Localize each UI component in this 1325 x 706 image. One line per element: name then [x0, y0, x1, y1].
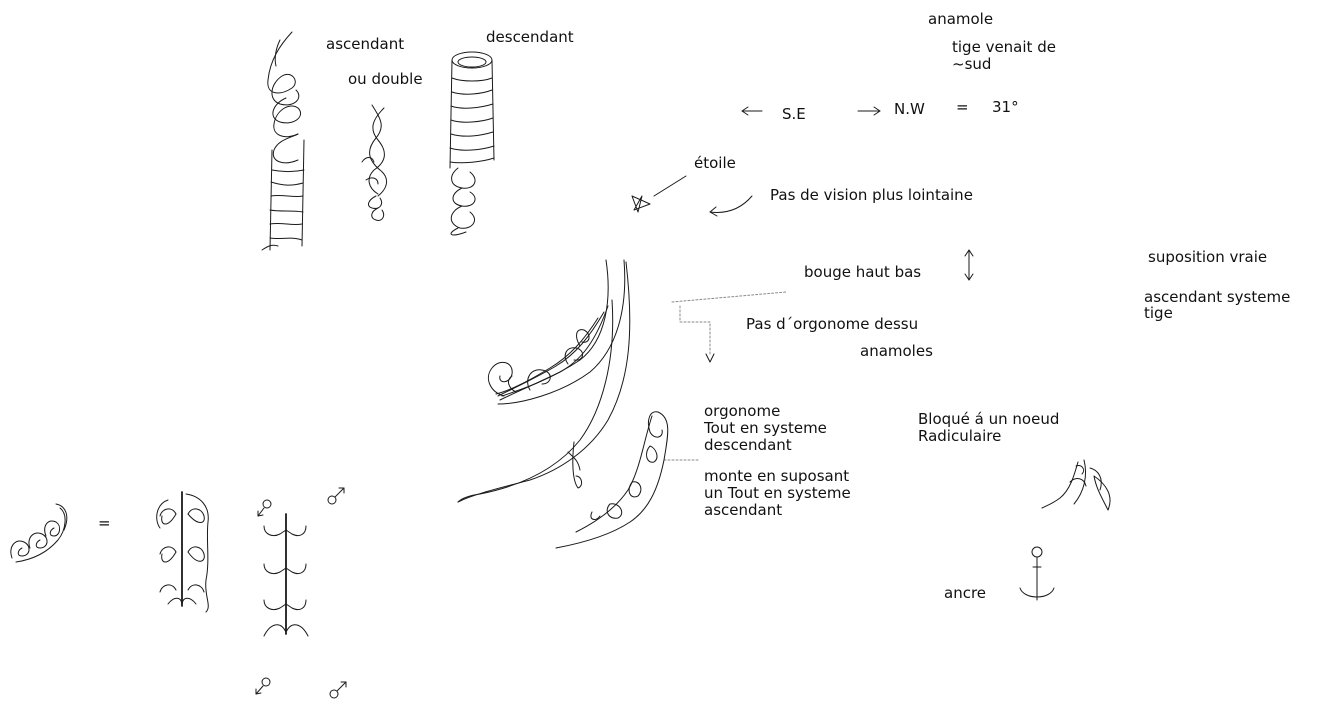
direction-arrows: [741, 106, 881, 116]
label-ou-double: ou double: [348, 70, 423, 88]
label-orgonome: orgonome: [704, 402, 781, 420]
left-spiral-drawing: [10, 503, 68, 563]
double-helix-drawing: [361, 104, 387, 221]
label-anamole: anamole: [928, 10, 994, 28]
label-ascendant-systeme: ascendant systeme: [1144, 288, 1291, 306]
symmetric-column-drawing: [156, 491, 209, 613]
star-drawing: [631, 175, 753, 217]
anchor-icon: [1019, 546, 1055, 601]
label-descendant-2: descendant: [704, 436, 792, 454]
label-se: S.E: [782, 105, 806, 123]
label-anamoles: anamoles: [860, 342, 933, 360]
label-pas-de-vision: Pas de vision plus lointaine: [770, 186, 973, 204]
label-ascendant-2: ascendant: [704, 501, 783, 519]
root-knot-drawing: [1041, 459, 1111, 511]
label-angle: 31°: [992, 98, 1019, 116]
label-sud: ~sud: [952, 55, 992, 73]
label-radiculaire: Radiculaire: [918, 427, 1002, 445]
label-un-tout-en-systeme: un Tout en systeme: [704, 484, 851, 502]
hooked-column-drawing: [255, 487, 347, 699]
label-suposition-vraie: suposition vraie: [1148, 248, 1268, 266]
label-bloque: Bloqué á un noeud: [918, 410, 1060, 428]
label-nw: N.W: [894, 100, 925, 118]
label-ancre: ancre: [944, 584, 987, 602]
label-tige-venait: tige venait de: [952, 38, 1056, 56]
label-ascendant: ascendant: [326, 35, 405, 53]
label-pas-orgonome: Pas d´orgonome dessu: [746, 315, 919, 333]
label-tout-en-systeme: Tout en systeme: [704, 419, 827, 437]
label-left-equals: =: [98, 514, 111, 532]
central-stem-drawing: [457, 259, 631, 503]
label-etoile: étoile: [694, 154, 736, 172]
label-tige: tige: [1144, 304, 1173, 322]
up-down-arrow: [964, 249, 974, 281]
label-bouge-haut-bas: bouge haut bas: [804, 263, 922, 281]
label-descendant: descendant: [486, 28, 574, 46]
label-monte-en-suposant: monte en suposant: [704, 467, 850, 485]
orgonome-drawing: [555, 411, 669, 549]
ascendant-spiral-drawing: [261, 31, 305, 251]
dotted-connectors: [663, 291, 787, 461]
descendant-column-drawing: [449, 51, 495, 236]
label-equals: =: [956, 98, 969, 116]
